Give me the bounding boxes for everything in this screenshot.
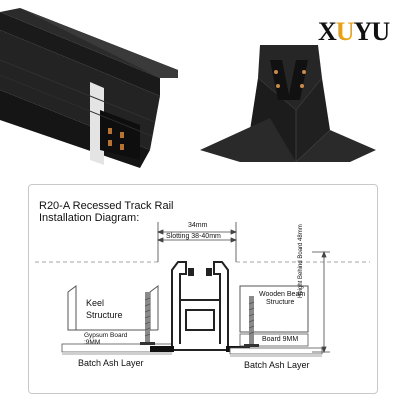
- diagram-title: R20-A Recessed Track Rail: [39, 200, 174, 212]
- ash-layer-right: [229, 347, 323, 355]
- brand-logo: XUYU: [318, 18, 394, 46]
- wooden-label-1: Wooden Beam: [259, 291, 306, 298]
- ash-layer-left: [62, 352, 172, 355]
- corner-connector-image: [200, 45, 376, 162]
- board-label: Board 9MM: [262, 336, 299, 343]
- logo-letter-u2: U: [371, 17, 390, 46]
- track-profile: [166, 261, 234, 351]
- keel-label-1: Keel: [86, 298, 105, 308]
- keel-label-2: Structure: [86, 310, 123, 320]
- track-flange-left: [150, 346, 174, 352]
- gypsum-label-1: Gypsum Board: [84, 332, 128, 339]
- keel-structure: [67, 285, 159, 331]
- width-label: 34mm: [188, 222, 208, 229]
- width-dimension: [156, 222, 238, 262]
- height-label: Height Behind Board 48mm: [298, 224, 304, 298]
- screw-right-icon: [244, 296, 259, 347]
- logo-letter-y: Y: [353, 17, 373, 46]
- screw-left-icon: [140, 292, 155, 345]
- installation-diagram-panel: [28, 184, 378, 394]
- board-9mm-right: [239, 333, 309, 347]
- product-photos: [0, 8, 376, 168]
- logo-letter-x: X: [318, 17, 337, 46]
- track-rail-perspective-image: [0, 8, 178, 168]
- diagram-subtitle: Installation Diagram:: [39, 212, 140, 224]
- ash-layer-right-fill: [230, 354, 322, 357]
- ash-label-left: Batch Ash Layer: [78, 358, 144, 368]
- height-dimension: [312, 250, 330, 354]
- slotting-label: Slotting 38-40mm: [166, 233, 221, 240]
- logo-letter-u: U: [335, 17, 355, 46]
- track-contact-icons: [188, 268, 212, 276]
- wooden-label-2: Structure: [266, 299, 295, 306]
- ash-label-right: Batch Ash Layer: [244, 360, 310, 370]
- gypsum-label-2: :9MM: [84, 339, 101, 346]
